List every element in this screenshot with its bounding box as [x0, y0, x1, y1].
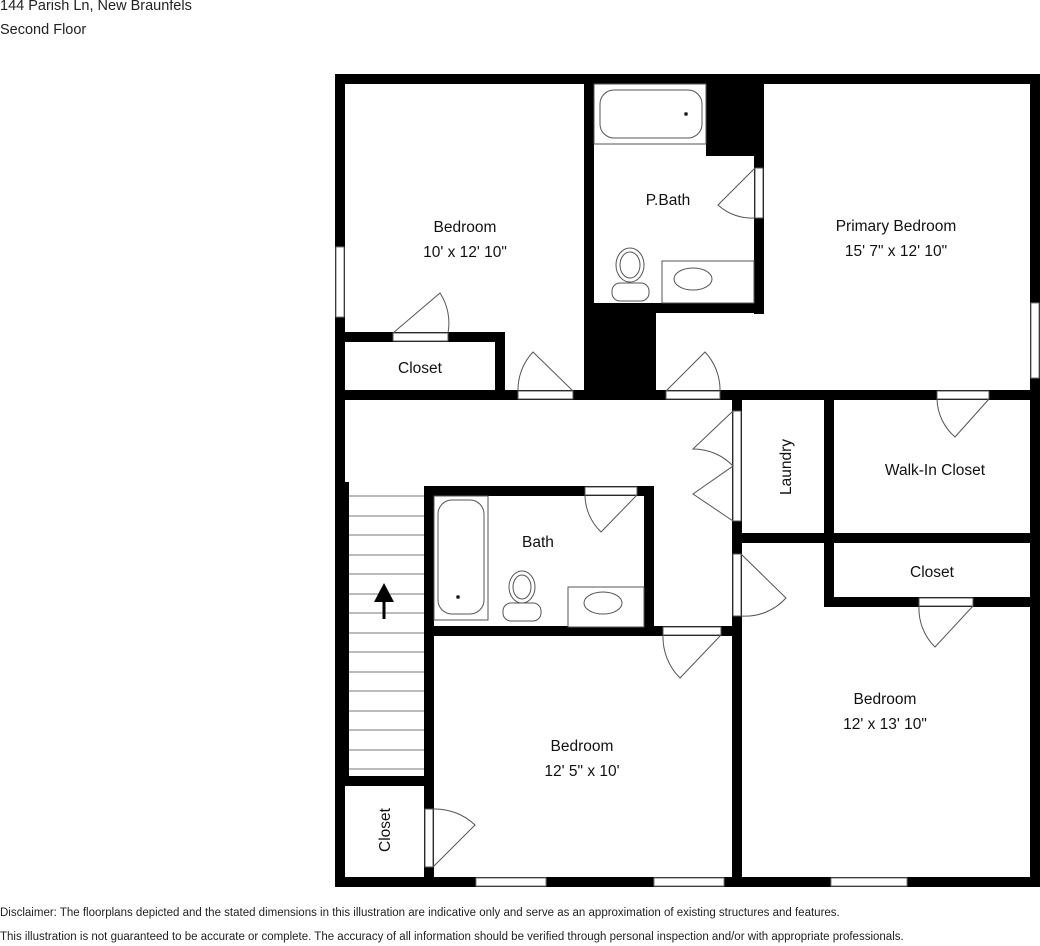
room-name: Bedroom	[854, 691, 917, 708]
disclaimer-line-1: Disclaimer: The floorplans depicted and …	[0, 907, 840, 919]
stairs-up-arrow-icon	[374, 583, 394, 619]
floor-label: Second Floor	[0, 22, 87, 38]
room-dimensions: 15' 7" x 12' 10"	[845, 243, 947, 260]
room-dimensions: 12' x 13' 10"	[843, 716, 927, 733]
room-name: Bedroom	[434, 219, 497, 236]
room-labels: Bedroom 10' x 12' 10" P.Bath Primary Bed…	[377, 192, 986, 852]
pbath-bathtub-icon	[599, 89, 703, 139]
room-name: Closet	[377, 807, 394, 852]
windows	[335, 246, 1040, 887]
room-dimensions: 12' 5" x 10'	[544, 763, 619, 780]
room-name: Laundry	[778, 439, 795, 495]
address-title: 144 Parish Ln, New Braunfels	[0, 0, 192, 14]
room-name: P.Bath	[646, 192, 691, 209]
room-name: Bath	[522, 534, 554, 551]
fixtures	[433, 83, 755, 628]
doors	[392, 167, 990, 868]
room-name: Closet	[398, 360, 443, 377]
room-name: Bedroom	[551, 738, 614, 755]
room-name: Closet	[910, 564, 955, 581]
room-dimensions: 10' x 12' 10"	[423, 244, 507, 261]
disclaimer-line-2: This illustration is not guaranteed to b…	[0, 931, 904, 943]
bath-bathtub-icon	[437, 499, 485, 615]
room-name: Primary Bedroom	[836, 218, 957, 235]
room-name: Walk-In Closet	[885, 462, 986, 479]
stairs	[349, 495, 424, 770]
